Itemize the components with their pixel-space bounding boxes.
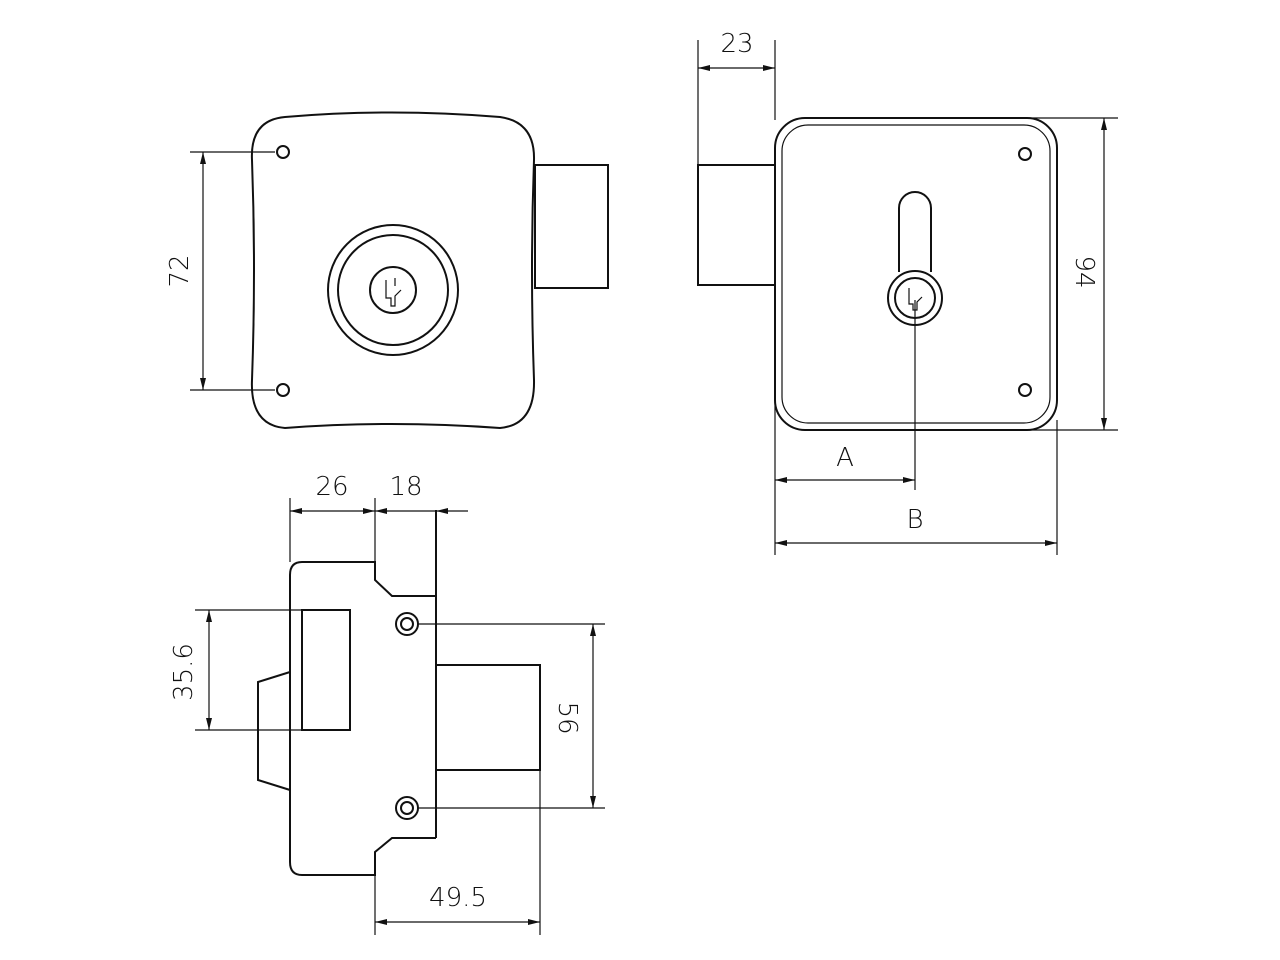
dim-a-label: A [836,443,854,473]
side-body [289,561,436,876]
side-latch [301,609,351,731]
dim-b-label: B [906,505,923,535]
front-bolt [534,164,609,289]
dim-72: 72 [165,151,275,391]
dim-18-label: 18 [389,472,422,502]
dim-56-label: 56 [552,701,582,734]
dim-26-18: 26 18 [289,472,468,562]
side-bolt [435,664,541,771]
dim-94-label: 94 [1069,255,1099,288]
side-handle [257,671,291,791]
front-body [250,111,536,430]
screw-icon [395,612,419,636]
front-view: 72 [165,111,609,430]
dim-26-label: 26 [315,472,348,502]
dim-72-label: 72 [165,254,195,287]
dim-35-6: 35.6 [169,609,302,731]
screw-icon [395,796,419,820]
screw-hole-icon [276,383,290,397]
dim-49-5: 49.5 [374,770,541,935]
side-view: 26 18 35.6 56 49.5 [169,472,605,935]
dim-94: 94 [960,117,1118,431]
cylinder-icon [327,224,459,356]
dim-a-b: A B [774,400,1058,555]
dim-56: 56 [418,623,605,809]
back-view: 23 94 A B [697,29,1118,555]
screw-hole-icon [1018,383,1032,397]
dim-23: 23 [697,29,776,165]
back-bolt [697,164,776,286]
dim-49-5-label: 49.5 [429,883,487,913]
dim-35-6-label: 35.6 [169,643,199,701]
back-body-outer [774,117,1058,431]
back-body-inner [781,124,1051,424]
screw-hole-icon [1018,147,1032,161]
screw-hole-icon [276,145,290,159]
dim-23-label: 23 [720,29,753,59]
